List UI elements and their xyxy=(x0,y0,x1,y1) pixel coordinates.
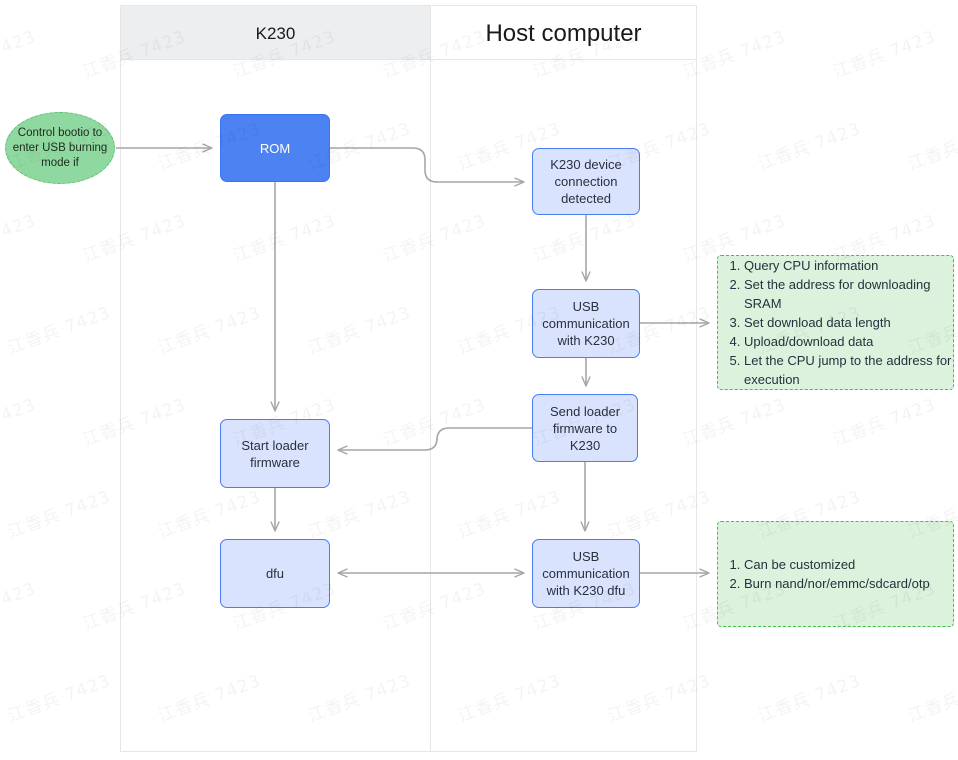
node-device-detected[interactable]: K230 device connection detected xyxy=(532,148,640,215)
node-usb-comm-label: USB communication with K230 xyxy=(533,298,639,349)
edge-rom-to-detect xyxy=(330,148,524,182)
node-usb-comm-dfu-label: USB communication with K230 dfu xyxy=(533,548,639,599)
note-loader-steps[interactable]: Query CPU informationSet the address for… xyxy=(717,255,954,390)
note-list-item: Query CPU information xyxy=(744,256,953,275)
node-device-detected-label: K230 device connection detected xyxy=(533,156,639,207)
edge-sendloader-to-start xyxy=(338,428,532,450)
node-rom-label: ROM xyxy=(254,141,296,156)
node-dfu-label: dfu xyxy=(260,565,290,582)
note-list-item: Can be customized xyxy=(744,555,930,574)
note-list-item: Set the address for downloading SRAM xyxy=(744,275,953,313)
note-dfu-steps[interactable]: Can be customizedBurn nand/nor/emmc/sdca… xyxy=(717,521,954,627)
note-list-item: Upload/download data xyxy=(744,332,953,351)
node-send-loader[interactable]: Send loader firmware to K230 xyxy=(532,394,638,462)
note-list-item: Burn nand/nor/emmc/sdcard/otp xyxy=(744,574,930,593)
node-control-boot[interactable]: Control bootio to enter USB burning mode… xyxy=(5,112,115,184)
node-rom[interactable]: ROM xyxy=(220,114,330,182)
node-send-loader-label: Send loader firmware to K230 xyxy=(533,403,637,454)
node-usb-comm-dfu[interactable]: USB communication with K230 dfu xyxy=(532,539,640,608)
node-usb-comm[interactable]: USB communication with K230 xyxy=(532,289,640,358)
node-start-loader-label: Start loader firmware xyxy=(221,437,329,471)
node-dfu[interactable]: dfu xyxy=(220,539,330,608)
node-start-loader[interactable]: Start loader firmware xyxy=(220,419,330,488)
note-list-item: Let the CPU jump to the address for exec… xyxy=(744,351,953,389)
node-control-boot-label: Control bootio to enter USB burning mode… xyxy=(6,126,114,171)
note-loader-steps-list: Query CPU informationSet the address for… xyxy=(718,256,953,389)
note-dfu-steps-list: Can be customizedBurn nand/nor/emmc/sdca… xyxy=(718,555,930,593)
note-list-item: Set download data length xyxy=(744,313,953,332)
